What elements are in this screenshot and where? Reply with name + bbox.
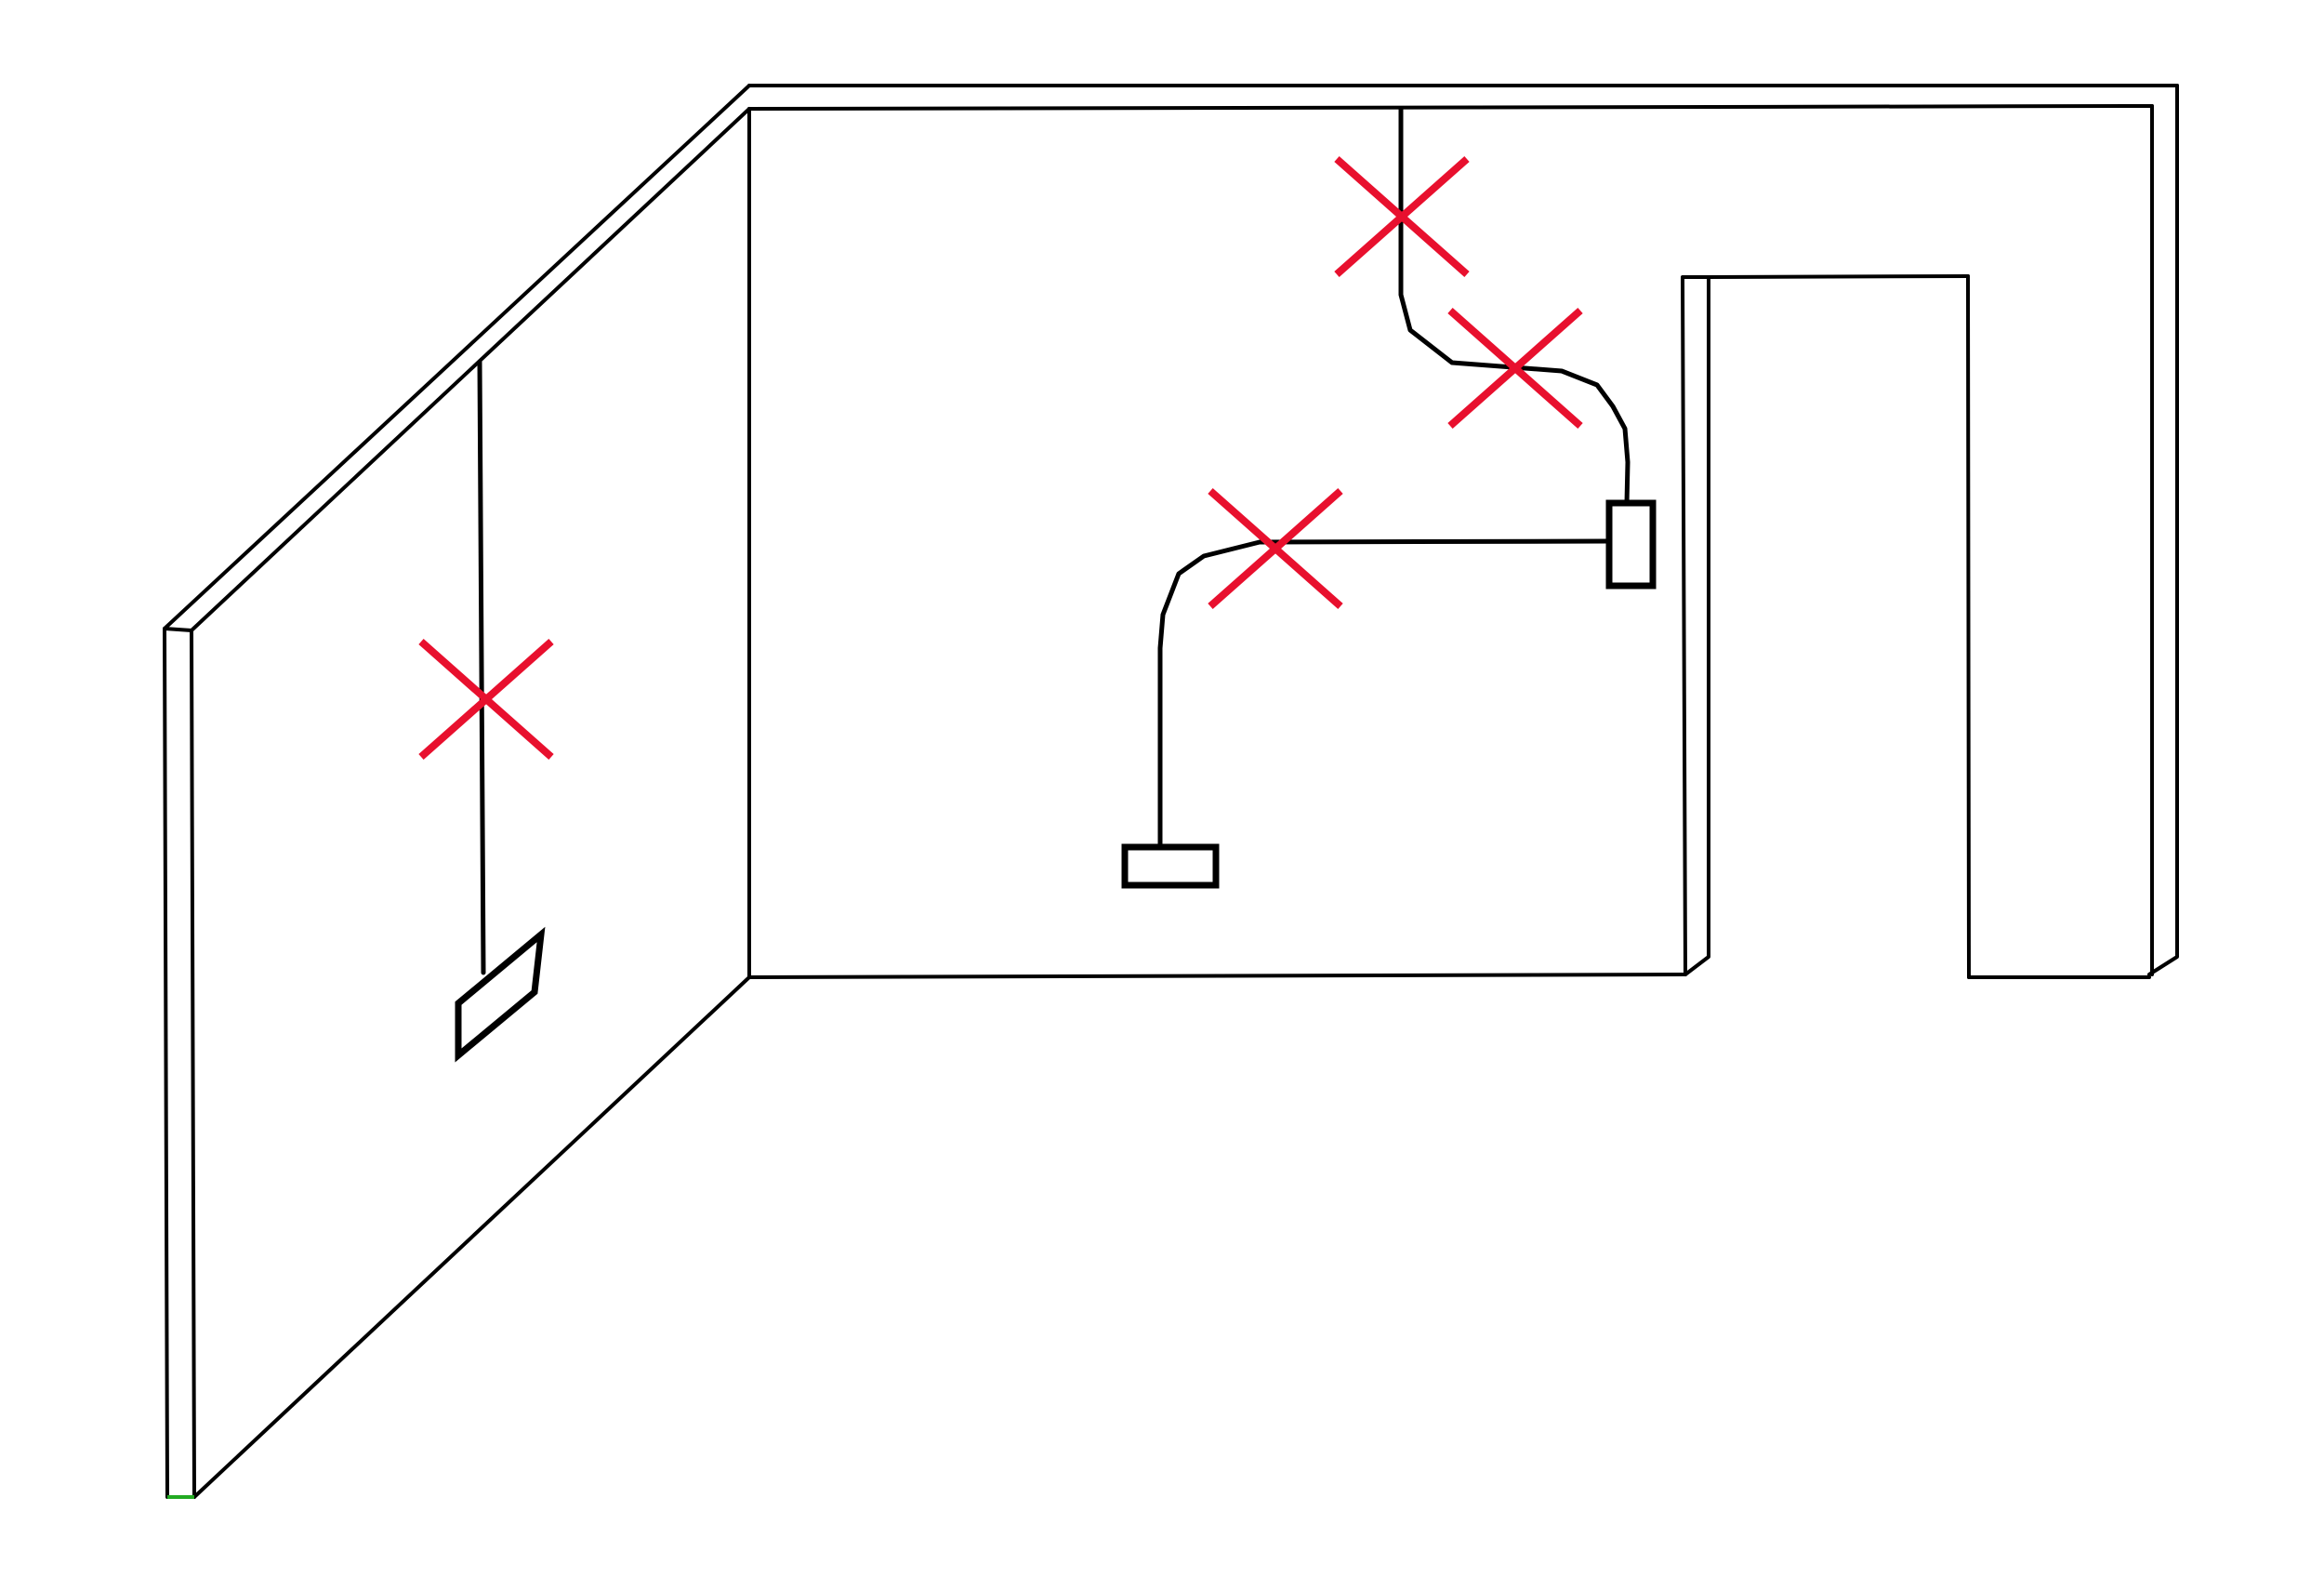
left-wall-outer-edge — [163, 84, 751, 1499]
left-wall-inner-edge — [190, 107, 751, 1499]
doorway — [1681, 274, 2151, 979]
switch-box — [1605, 499, 1657, 590]
cross-marks — [418, 156, 1583, 760]
floor-level-box — [1121, 843, 1220, 889]
left-wall-outlet-box — [455, 926, 546, 1063]
doorway-left-jamb-outer — [1681, 275, 1710, 976]
left-wall-floor-edge — [192, 975, 751, 1499]
cross-mark — [1208, 488, 1343, 609]
left-wall — [163, 84, 751, 1499]
cross-mark — [418, 639, 554, 760]
back-wall — [747, 84, 2179, 979]
doorway-head — [1707, 274, 1970, 279]
back-wall-right-edge — [2147, 84, 2179, 976]
left-wall-wire-vertical — [477, 359, 486, 975]
back-wall-floor-edge — [747, 973, 1687, 979]
ceiling-drop-wire — [1398, 106, 1631, 506]
left-wall-wiring — [455, 359, 546, 1063]
cross-mark-stroke — [1447, 308, 1583, 429]
doorway-right-jamb — [1966, 274, 1971, 979]
left-wall-top-cap — [163, 627, 193, 632]
cross-mark-stroke — [1208, 488, 1343, 609]
cross-mark-stroke — [418, 639, 554, 760]
cross-mark — [1447, 308, 1583, 429]
cross-mark — [1334, 156, 1470, 277]
horizontal-branch-wire — [1157, 538, 1612, 853]
back-wall-top-inner — [747, 104, 2154, 111]
back-wall-wiring — [1121, 106, 1657, 889]
cross-mark-stroke — [1334, 156, 1470, 277]
